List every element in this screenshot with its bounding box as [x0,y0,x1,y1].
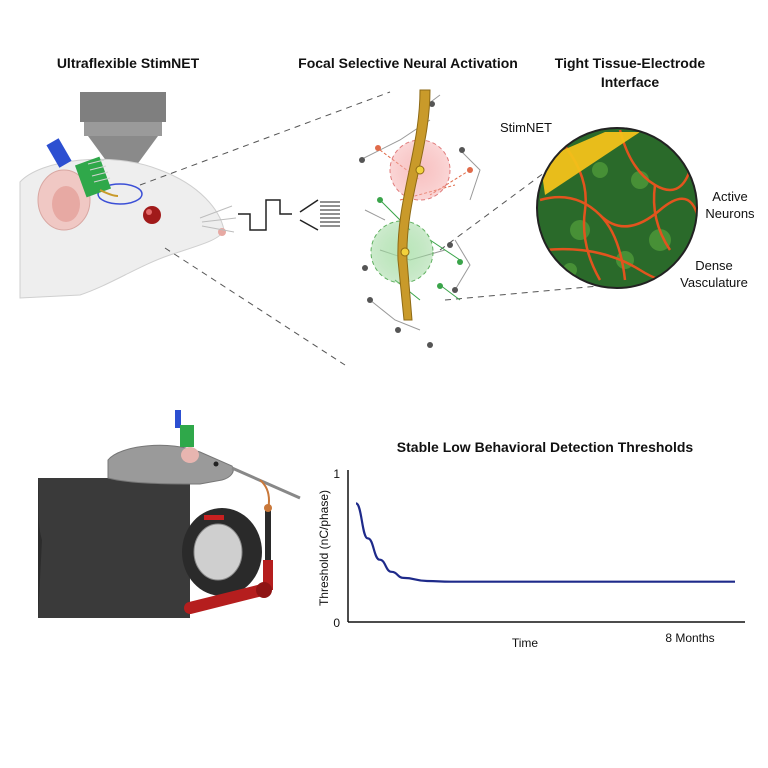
x-end-label: 8 Months [665,631,714,645]
y-axis-label: Threshold (nC/phase) [317,490,331,606]
microscope-objective [80,92,166,166]
callout-stimnet: StimNET [500,120,552,135]
robot-arm [184,504,273,614]
right-panel-title-line1: Tight Tissue-Electrode [555,55,706,71]
chart-title: Stable Low Behavioral Detection Threshol… [397,439,694,455]
threshold-series-line-0 [354,502,735,583]
head-implant [175,410,194,447]
y-tick-label-1: 1 [333,467,340,481]
lick-spout [231,466,301,511]
micrograph-circle [536,127,698,289]
callout-dense-line2: Vasculature [680,275,748,290]
behavior-rig [38,478,262,618]
right-panel-title-line2: Interface [601,74,660,90]
callout-active-line1: Active [712,189,747,204]
mouse-head [19,158,237,299]
x-axis-label: Time [512,636,539,650]
middle-panel-title: Focal Selective Neural Activation [298,55,518,71]
stimnet-probe [397,89,431,321]
callout-dense-line1: Dense [695,258,733,273]
threshold-chart: 1 0 Threshold (nC/phase) Time 8 Months [317,467,745,650]
mouse-body [107,444,234,485]
zoom-lines [139,91,611,366]
stimulus-waveform [238,199,340,231]
y-tick-label-0: 0 [333,616,340,630]
left-panel-title: Ultraflexible StimNET [57,55,200,71]
implant-connector [46,138,119,198]
callout-active-line2: Neurons [705,206,755,221]
